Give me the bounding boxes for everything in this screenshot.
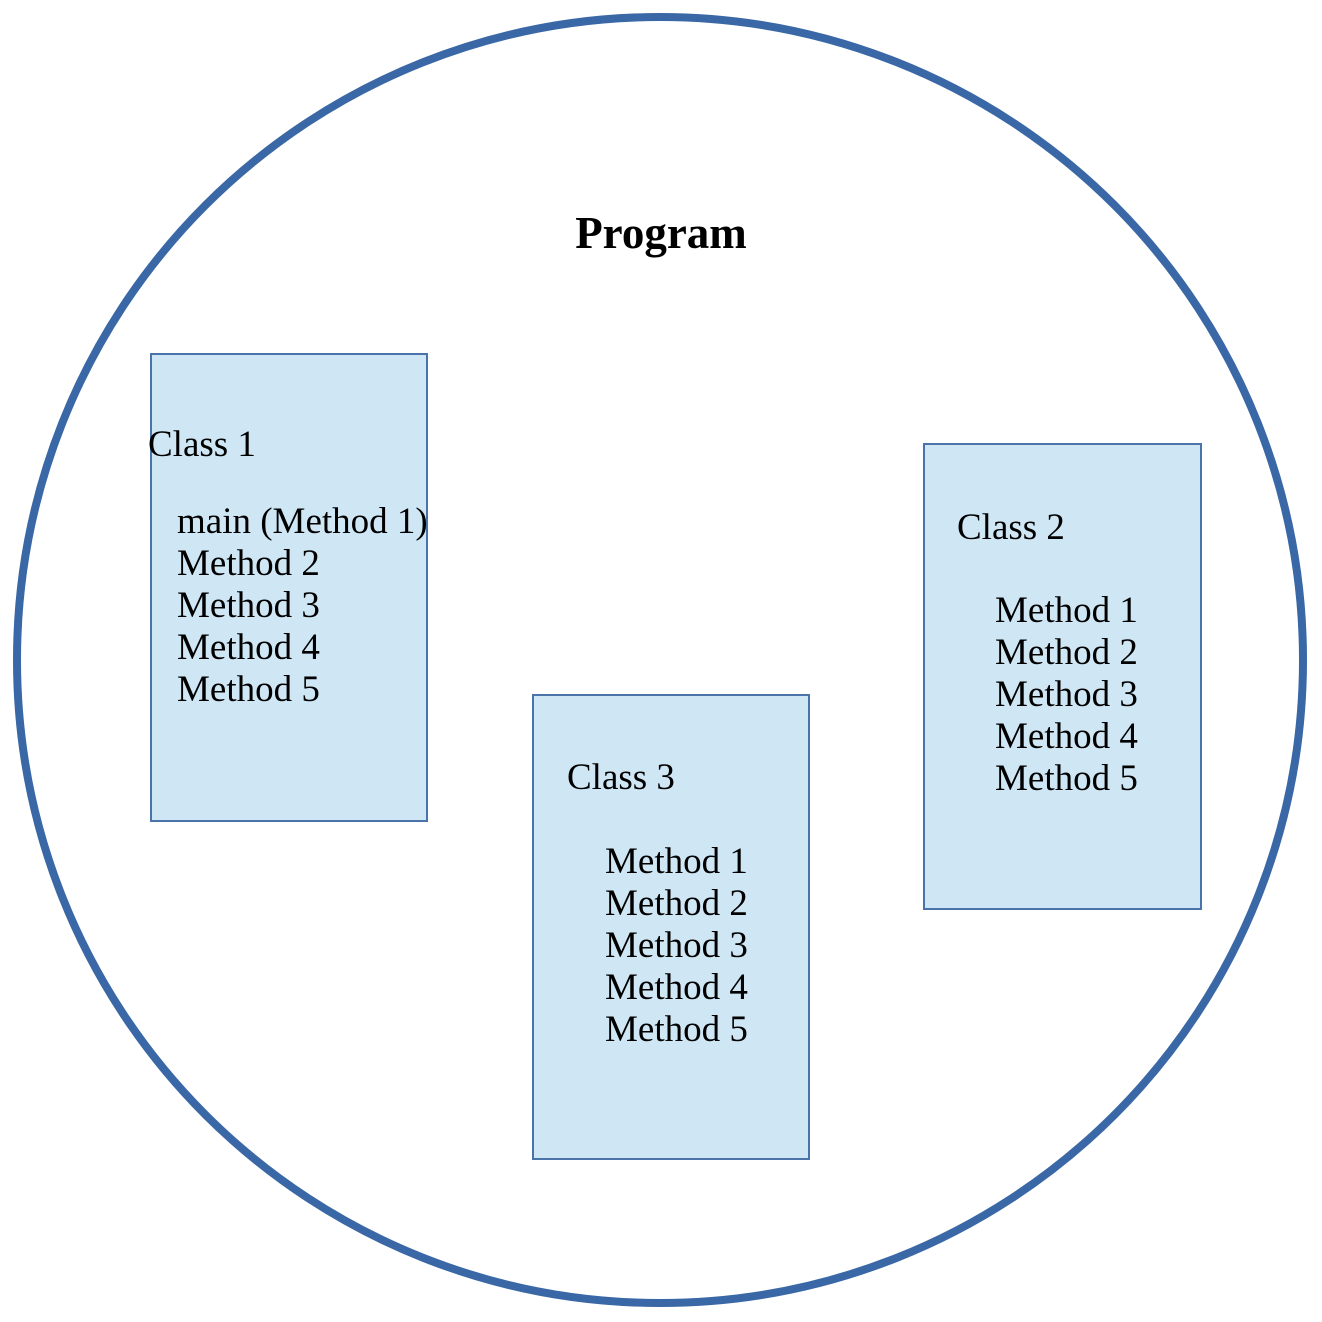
method-item: Method 5 bbox=[995, 758, 1138, 799]
method-item: main (Method 1) bbox=[177, 501, 428, 542]
method-item: Method 3 bbox=[995, 674, 1138, 715]
method-item: Method 4 bbox=[995, 716, 1138, 757]
class-1-method-list: main (Method 1) Method 2 Method 3 Method… bbox=[177, 501, 428, 711]
class-3-method-list: Method 1 Method 2 Method 3 Method 4 Meth… bbox=[605, 841, 748, 1051]
method-item: Method 2 bbox=[177, 543, 320, 584]
class-3-name-label: Class 3 bbox=[567, 757, 675, 798]
method-item: Method 4 bbox=[177, 627, 320, 668]
method-item: Method 2 bbox=[995, 632, 1138, 673]
method-item: Method 4 bbox=[605, 967, 748, 1008]
method-item: Method 3 bbox=[177, 585, 320, 626]
method-item: Method 5 bbox=[605, 1009, 748, 1050]
method-item: Method 2 bbox=[605, 883, 748, 924]
class-2-box: Class 2 Method 1 Method 2 Method 3 Metho… bbox=[923, 443, 1202, 910]
class-3-box: Class 3 Method 1 Method 2 Method 3 Metho… bbox=[532, 694, 810, 1160]
class-2-name-label: Class 2 bbox=[957, 507, 1065, 548]
method-item: Method 1 bbox=[995, 590, 1138, 631]
method-item: Method 3 bbox=[605, 925, 748, 966]
class-1-box: Class 1 main (Method 1) Method 2 Method … bbox=[148, 353, 428, 822]
method-item: Method 1 bbox=[605, 841, 748, 882]
class-2-method-list: Method 1 Method 2 Method 3 Method 4 Meth… bbox=[995, 590, 1138, 800]
class-1-name-label: Class 1 bbox=[148, 424, 256, 465]
program-title: Program bbox=[575, 208, 747, 258]
method-item: Method 5 bbox=[177, 669, 320, 710]
